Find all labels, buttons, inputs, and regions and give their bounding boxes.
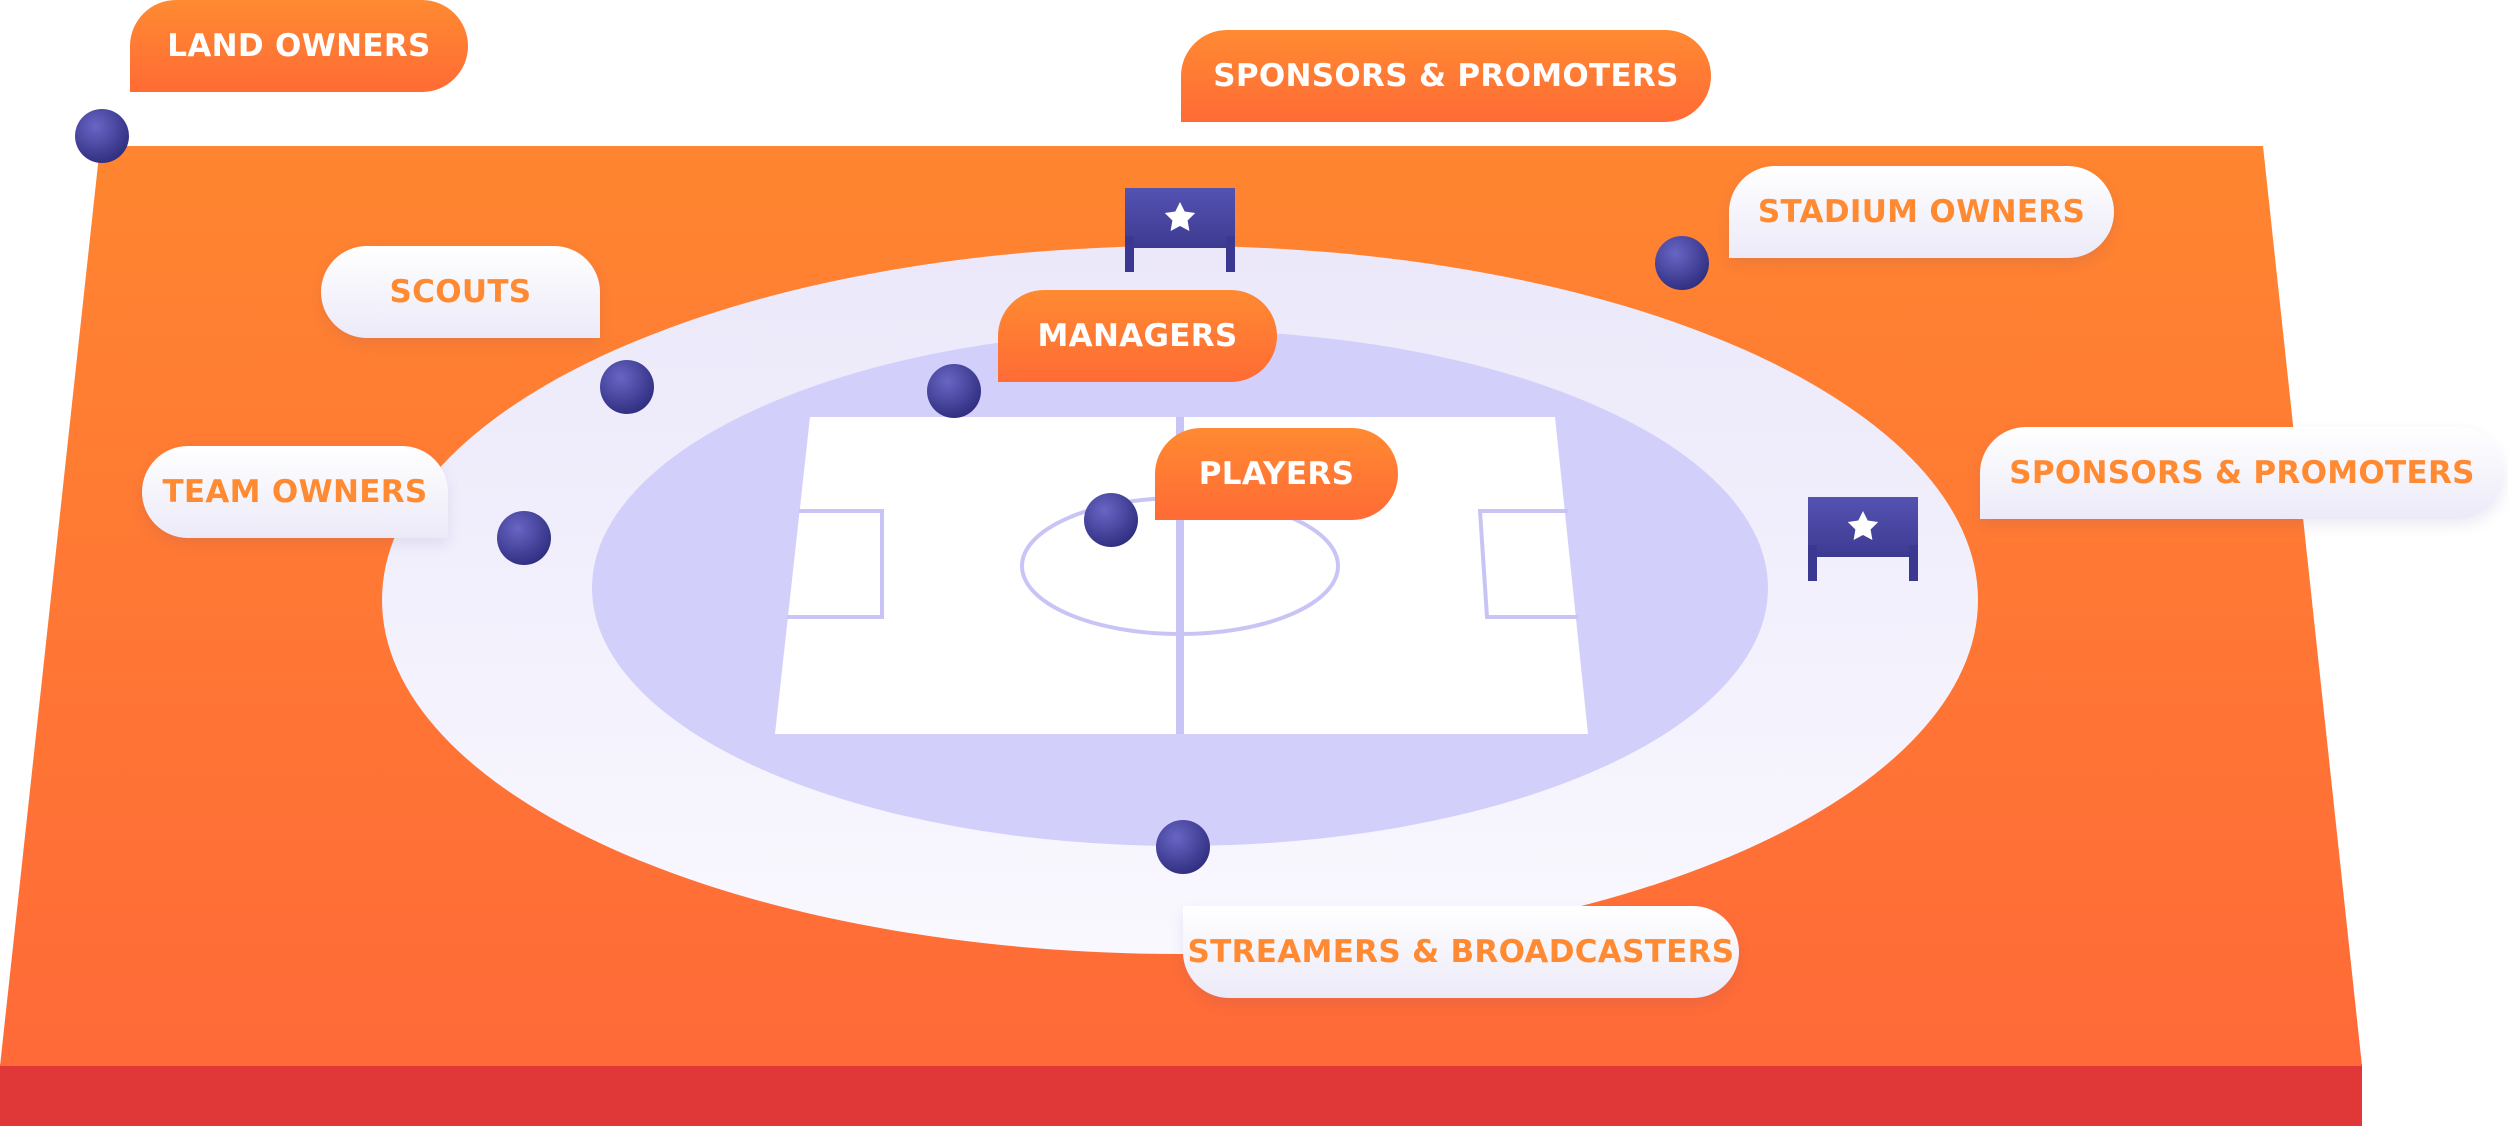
left-penalty-box: [787, 509, 884, 619]
field-base: [0, 1064, 2362, 1126]
managers-node-icon: [927, 364, 981, 418]
streamers-node-icon: [1156, 820, 1210, 874]
halfway-line: [1176, 417, 1184, 734]
managers-label: MANAGERS: [998, 290, 1277, 382]
land-owners-label: LAND OWNERS: [130, 0, 468, 92]
team-owners-label: TEAM OWNERS: [142, 446, 448, 538]
land-owners-node-icon: [75, 109, 129, 163]
goal-with-star-icon: [1125, 188, 1235, 272]
sponsors-promoters-right-label: SPONSORS & PROMOTERS: [1980, 427, 2504, 519]
goal-with-star-icon: [1808, 497, 1918, 581]
sponsors-promoters-top-label: SPONSORS & PROMOTERS: [1181, 30, 1711, 122]
players-node-icon: [1084, 493, 1138, 547]
right-penalty-box: [1477, 509, 1578, 619]
scouts-label: SCOUTS: [321, 246, 600, 338]
team-owners-node-icon: [497, 511, 551, 565]
stadium-owners-node-icon: [1655, 236, 1709, 290]
players-label: PLAYERS: [1155, 428, 1398, 520]
scouts-node-icon: [600, 360, 654, 414]
stadium-owners-label: STADIUM OWNERS: [1729, 166, 2114, 258]
streamers-broadcasters-label: STREAMERS & BROADCASTERS: [1183, 906, 1739, 998]
